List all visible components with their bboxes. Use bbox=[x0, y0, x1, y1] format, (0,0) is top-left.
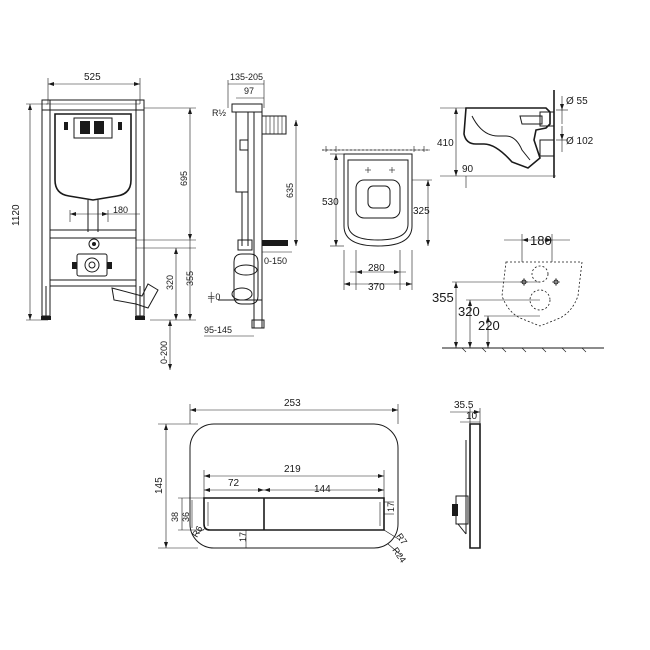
width-280-label: 280 bbox=[368, 263, 385, 274]
flush-height-label: 695 bbox=[179, 171, 189, 186]
width-370-label: 370 bbox=[368, 282, 385, 293]
bottom-label: 95-145 bbox=[204, 325, 232, 335]
rear-220-label: 220 bbox=[478, 318, 500, 333]
plate-height-label: 145 bbox=[154, 477, 165, 494]
frame-height-label: 1120 bbox=[11, 204, 22, 226]
height-355-label: 355 bbox=[185, 271, 195, 286]
plate-width-label: 253 bbox=[284, 398, 301, 409]
button-72-label: 72 bbox=[228, 478, 240, 489]
rear-spacing-label: 180 bbox=[530, 233, 552, 248]
bowl-length-label: 530 bbox=[322, 197, 339, 208]
bowl-side-view: 410 Ø 55 Ø 102 90 bbox=[437, 90, 594, 188]
height-320-label: 320 bbox=[165, 275, 175, 290]
zero-value: 0 bbox=[215, 292, 220, 302]
height-325-label: 325 bbox=[413, 206, 430, 217]
height-17b-label: 17 bbox=[386, 502, 396, 512]
plate-d10-label: 10 bbox=[466, 411, 478, 422]
width-90-label: 90 bbox=[462, 164, 474, 175]
button-144-label: 144 bbox=[314, 484, 331, 495]
frame-front-view: 525 1120 180 bbox=[11, 72, 196, 370]
bowl-rear-view: 180 355 320 220 bbox=[432, 233, 604, 353]
radius-24-label: R24 bbox=[390, 545, 408, 564]
plate-depth-label: 35.5 bbox=[454, 400, 474, 411]
flush-plate-side-view: 35.5 10 bbox=[450, 400, 481, 549]
height-17a-label: 17 bbox=[238, 532, 248, 542]
zero-label: ╪0 bbox=[207, 291, 220, 303]
height-36-label: 36 bbox=[181, 512, 191, 522]
diameter-55-label: Ø 55 bbox=[566, 96, 588, 107]
adjust-label: 0-200 bbox=[159, 341, 169, 364]
inner-width-label: 219 bbox=[284, 464, 301, 475]
frame-side-view: 135-205 97 R½ 0-150 63 bbox=[204, 72, 298, 337]
bowl-top-view: 530 325 280 370 bbox=[322, 146, 432, 293]
d97-label: 97 bbox=[244, 86, 254, 96]
frame-width-label: 525 bbox=[84, 72, 101, 83]
height-38-label: 38 bbox=[170, 512, 180, 522]
radius-6-label: R6 bbox=[190, 524, 204, 539]
outlet-label: 0-150 bbox=[264, 256, 287, 266]
rear-320-label: 320 bbox=[458, 304, 480, 319]
depth-label: 135-205 bbox=[230, 72, 263, 82]
outlet-spacing-label: 180 bbox=[113, 205, 128, 215]
bowl-height-label: 410 bbox=[437, 138, 454, 149]
height-635-label: 635 bbox=[285, 183, 295, 198]
thread-label: R½ bbox=[212, 108, 226, 118]
flush-plate-front-view: 253 145 219 72 144 38 36 bbox=[154, 398, 409, 565]
rear-355-label: 355 bbox=[432, 290, 454, 305]
diameter-102-label: Ø 102 bbox=[566, 136, 594, 147]
